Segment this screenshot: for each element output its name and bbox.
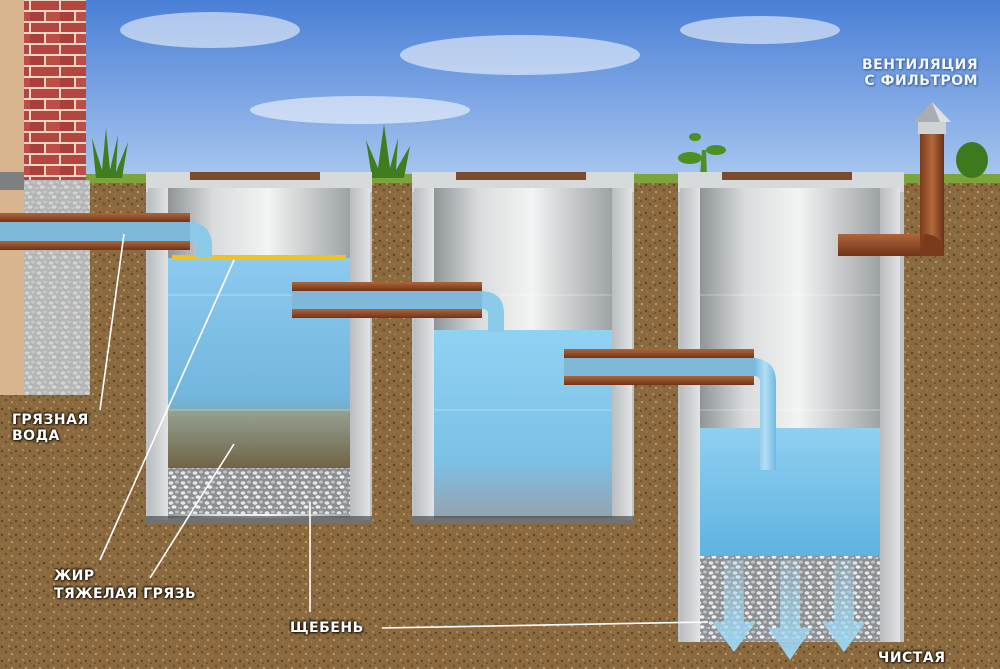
ventilation-pipe xyxy=(838,132,944,256)
tank-3-lid xyxy=(722,172,852,180)
grass-tuft-left xyxy=(92,128,128,178)
dirty-water-label: ГРЯЗНАЯ ВОДА xyxy=(12,412,89,444)
heavy-dirt-layer xyxy=(168,410,350,470)
tank-3 xyxy=(678,172,904,660)
tank-1-gravel xyxy=(168,468,350,514)
tank-2 xyxy=(412,172,634,524)
tank-1 xyxy=(146,172,372,524)
overflow-pipe-1 xyxy=(292,282,504,332)
inlet-pipe xyxy=(0,213,212,258)
vent-filter-cap xyxy=(913,102,951,134)
house-wall xyxy=(0,0,90,395)
fat-layer xyxy=(172,255,346,260)
overflow-pipe-2 xyxy=(564,349,776,470)
tank-1-lid xyxy=(190,172,320,180)
grass-tuft-middle xyxy=(366,124,410,178)
ventilation-label-line2: С ФИЛЬТРОМ xyxy=(864,73,979,89)
heavy-dirt-label: ТЯЖЕЛАЯ ГРЯЗЬ xyxy=(54,586,197,602)
callout-lines xyxy=(99,233,709,629)
bush-right xyxy=(956,142,988,178)
ventilation-label-line1: ВЕНТИЛЯЦИЯ xyxy=(862,57,979,73)
dirty-water-label-line2: ВОДА xyxy=(12,428,60,444)
clean-label: ЧИСТАЯ xyxy=(878,650,946,666)
tank-2-lid xyxy=(456,172,586,180)
tank-3-water xyxy=(700,428,880,558)
gravel-label: ЩЕБЕНЬ xyxy=(290,620,364,636)
dirty-water-label-line1: ГРЯЗНАЯ xyxy=(12,412,89,428)
ventilation-label: ВЕНТИЛЯЦИЯ С ФИЛЬТРОМ xyxy=(862,57,978,89)
sprout-plant xyxy=(678,133,726,176)
fat-label: ЖИР xyxy=(54,568,95,584)
drainage-arrows xyxy=(712,560,866,660)
clouds xyxy=(120,12,840,124)
